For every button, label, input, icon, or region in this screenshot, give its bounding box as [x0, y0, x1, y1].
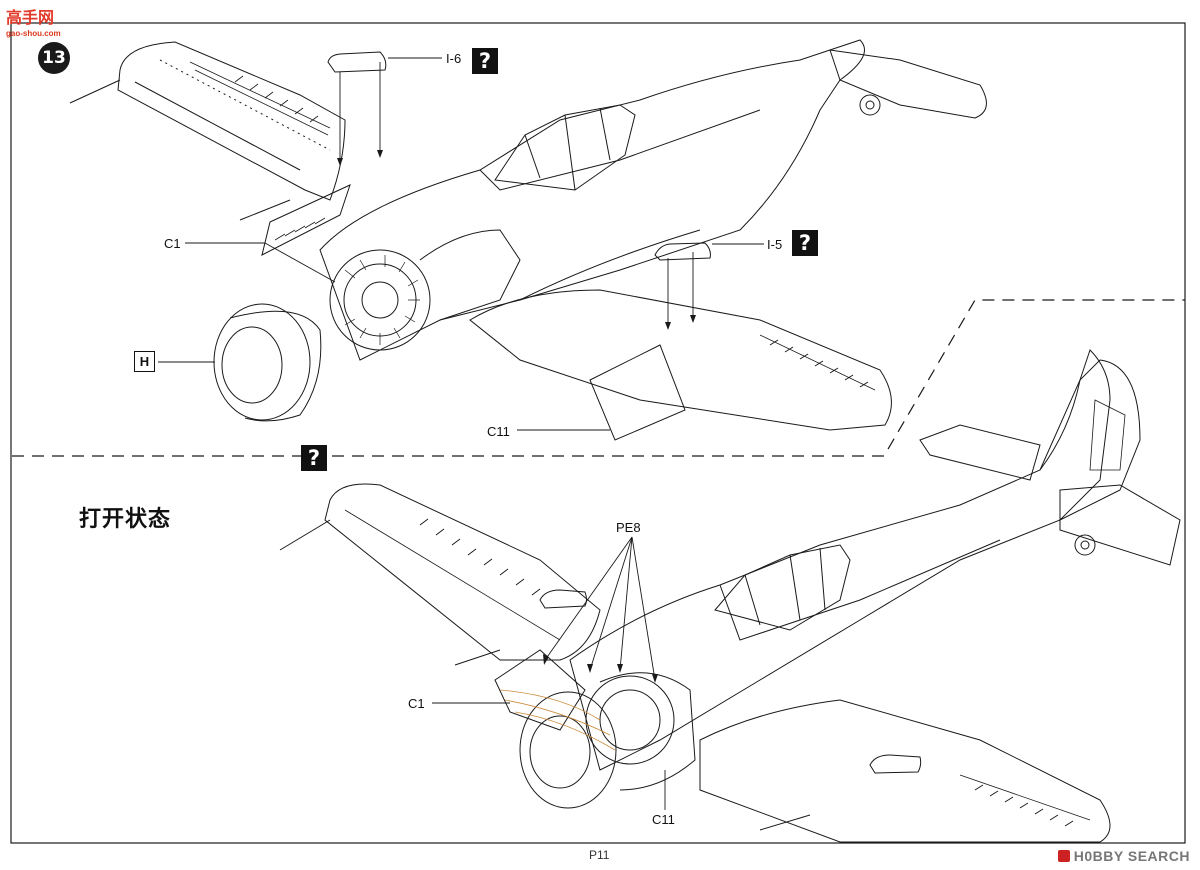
unknown-marker-i6: ?	[472, 48, 498, 74]
unknown-marker-i5: ?	[792, 230, 818, 256]
top-leaders	[158, 57, 764, 431]
watermark-top-left: 高手网 gao-shou.com	[6, 4, 84, 40]
label-pe8: PE8	[616, 520, 641, 535]
open-state-title: 打开状态	[79, 507, 172, 532]
bottom-leaders	[432, 536, 666, 810]
unknown-marker-divider: ?	[301, 445, 327, 471]
label-c1-bottom: C1	[408, 696, 425, 711]
watermark-chars: 高手网	[6, 8, 55, 27]
top-aircraft	[69, 39, 987, 441]
label-i5: I-5	[767, 237, 783, 252]
watermark-bottom-right: H0BBY SEARCH	[1057, 848, 1190, 864]
label-c11-bottom: C11	[652, 812, 675, 827]
label-i6: I-6	[446, 51, 462, 66]
bottom-aircraft	[279, 349, 1181, 843]
label-h-box: H	[134, 351, 155, 372]
page-frame	[10, 22, 1186, 844]
watermark-domain: gao-shou.com	[6, 29, 61, 38]
step-divider	[12, 299, 1185, 457]
hobby-search-logo-icon	[1057, 850, 1070, 862]
watermark-bottom-text: H0BBY SEARCH	[1073, 848, 1190, 864]
step-number-badge: 13	[38, 42, 70, 74]
page-number: P11	[589, 848, 610, 862]
label-c1-top: C1	[164, 236, 181, 251]
label-c11-top: C11	[487, 424, 510, 439]
